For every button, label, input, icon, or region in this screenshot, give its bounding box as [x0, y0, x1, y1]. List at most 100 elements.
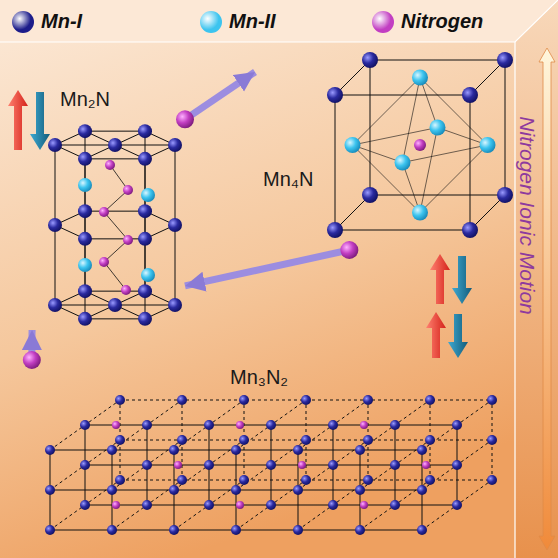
lattice-line — [55, 145, 115, 146]
lattice-line — [420, 145, 488, 213]
atom — [301, 435, 311, 445]
atom — [78, 284, 92, 298]
atom — [363, 435, 373, 445]
lattice-line — [370, 60, 505, 61]
atom — [107, 525, 117, 535]
atom — [174, 461, 182, 469]
atom — [298, 461, 306, 469]
atom — [138, 204, 152, 218]
lattice-line — [85, 131, 145, 132]
lattice-line — [55, 225, 56, 305]
structure-region: Mn₃N₂ — [15, 360, 510, 552]
lattice-line — [236, 440, 306, 490]
atom — [138, 152, 152, 166]
atom — [422, 461, 430, 469]
atom — [497, 187, 513, 203]
spin-arrow — [452, 256, 472, 304]
atom — [328, 460, 338, 470]
atom — [327, 222, 343, 238]
atom — [231, 485, 241, 495]
lattice-line — [360, 480, 430, 530]
atom — [78, 152, 92, 166]
top-face — [0, 0, 558, 42]
atom — [142, 500, 152, 510]
atom — [301, 395, 311, 405]
lattice-line — [353, 145, 421, 213]
atom — [497, 52, 513, 68]
atom — [142, 420, 152, 430]
atom — [105, 160, 115, 170]
legend-ball — [372, 11, 394, 33]
lattice-line — [50, 400, 120, 450]
atom — [462, 87, 478, 103]
right-face — [515, 0, 558, 558]
lattice-line — [174, 400, 244, 450]
legend-ball — [200, 11, 222, 33]
atom — [425, 395, 435, 405]
atom — [48, 218, 62, 232]
atom — [231, 525, 241, 535]
nitrogen-ion — [340, 241, 358, 259]
spin-arrow — [430, 254, 450, 304]
lattice-line — [175, 145, 176, 225]
lattice-line — [85, 158, 145, 159]
atom — [78, 312, 92, 326]
atom — [362, 187, 378, 203]
legend-text: Nitrogen — [401, 10, 483, 33]
legend-ball — [12, 11, 34, 33]
front-face — [0, 42, 515, 558]
atom — [121, 285, 131, 295]
atom — [80, 500, 90, 510]
atom — [355, 445, 365, 455]
atom — [115, 395, 125, 405]
atom — [142, 460, 152, 470]
atom — [141, 188, 155, 202]
atom — [414, 139, 426, 151]
lattice-line — [298, 400, 368, 450]
atom — [487, 475, 497, 485]
lattice-line — [50, 440, 120, 490]
lattice-line — [85, 238, 145, 239]
atom — [293, 485, 303, 495]
spin-arrow — [30, 92, 50, 150]
atom — [390, 420, 400, 430]
atom — [293, 525, 303, 535]
spin-arrow — [448, 314, 468, 358]
phase-label: Mn₂N — [60, 88, 110, 111]
atom — [417, 445, 427, 455]
structure-region: Mn₄N — [255, 50, 510, 250]
legend-text: Mn-I — [41, 10, 82, 33]
motion-axis-arrow — [539, 48, 555, 550]
atom — [138, 284, 152, 298]
atom — [236, 421, 244, 429]
lattice-line — [115, 305, 175, 306]
atom — [487, 435, 497, 445]
atom — [78, 232, 92, 246]
atom — [115, 475, 125, 485]
atom — [301, 475, 311, 485]
phase-label: Mn₄N — [263, 168, 313, 191]
atom — [169, 445, 179, 455]
lattice-line — [85, 211, 86, 291]
lattice-line — [505, 60, 506, 195]
lattice-line — [112, 480, 182, 530]
atom — [462, 222, 478, 238]
atom — [169, 485, 179, 495]
atom — [177, 475, 187, 485]
lattice-line — [112, 440, 182, 490]
atom — [78, 258, 92, 272]
atom — [430, 120, 446, 136]
atom — [45, 485, 55, 495]
lattice-line — [175, 225, 176, 305]
atom — [412, 205, 428, 221]
lattice-line — [104, 262, 126, 290]
atom — [169, 525, 179, 535]
atom — [236, 501, 244, 509]
atom — [107, 485, 117, 495]
atom — [204, 420, 214, 430]
ion-motion-arrow — [185, 250, 349, 286]
atom — [115, 435, 125, 445]
atom — [80, 460, 90, 470]
atom — [204, 460, 214, 470]
atom — [360, 421, 368, 429]
